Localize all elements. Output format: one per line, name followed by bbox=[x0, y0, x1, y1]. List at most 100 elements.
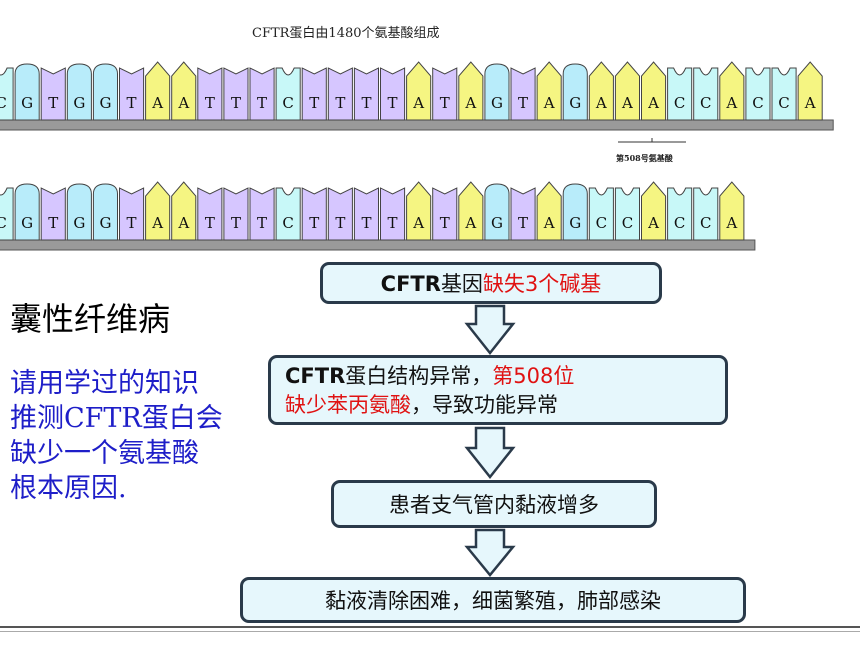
flow-step-protein-abnormal: CFTR蛋白结构异常，第508位 缺少苯丙氨酸，导致功能异常 bbox=[268, 355, 728, 425]
nucleotide-letter: G bbox=[99, 94, 111, 112]
question-text: 请用学过的知识 推测CFTR蛋白会 缺少一个氨基酸 根本原因. bbox=[10, 366, 260, 506]
nucleotide-T-mutant bbox=[197, 187, 223, 241]
nucleotide-A-normal bbox=[145, 61, 171, 121]
nucleotide-T-normal bbox=[119, 67, 145, 121]
nucleotide-T-mutant bbox=[223, 187, 249, 241]
nucleotide-T-mutant bbox=[301, 187, 327, 241]
nucleotide-letter: T bbox=[518, 94, 528, 112]
nucleotide-C-mutant bbox=[667, 187, 693, 241]
nucleotide-G-mutant bbox=[562, 183, 588, 241]
top-caption: CFTR蛋白由1480个氨基酸组成 bbox=[252, 26, 440, 41]
nucleotide-T-normal bbox=[432, 67, 458, 121]
nucleotide-letter: T bbox=[231, 94, 241, 112]
nucleotide-G-mutant bbox=[484, 183, 510, 241]
nucleotide-letter: C bbox=[622, 214, 633, 232]
nucleotide-A-mutant bbox=[536, 181, 562, 241]
nucleotide-T-normal bbox=[353, 67, 379, 121]
nucleotide-letter: C bbox=[674, 94, 685, 112]
nucleotide-G-normal bbox=[92, 63, 118, 121]
nucleotide-T-mutant bbox=[249, 187, 275, 241]
nucleotide-T-mutant bbox=[353, 187, 379, 241]
nucleotide-letter: A bbox=[151, 94, 163, 112]
nucleotide-T-mutant bbox=[40, 187, 66, 241]
nucleotide-T-normal bbox=[40, 67, 66, 121]
nucleotide-letter: T bbox=[127, 214, 137, 232]
nucleotide-A-mutant bbox=[719, 181, 745, 241]
nucleotide-A-mutant bbox=[145, 181, 171, 241]
nucleotide-G-normal bbox=[14, 63, 40, 121]
flow-step-lung-infection: 黏液清除困难，细菌繁殖，肺部感染 bbox=[240, 577, 746, 623]
nucleotide-letter: T bbox=[518, 214, 528, 232]
nucleotide-letter: T bbox=[388, 214, 398, 232]
nucleotide-A-normal bbox=[614, 61, 640, 121]
nucleotide-letter: G bbox=[73, 214, 85, 232]
nucleotide-T-normal bbox=[301, 67, 327, 121]
nucleotide-letter: A bbox=[647, 94, 659, 112]
dna-backbone bbox=[0, 119, 834, 131]
nucleotide-letter: T bbox=[440, 94, 450, 112]
protein-desc: 蛋白结构异常， bbox=[345, 364, 493, 388]
nucleotide-letter: C bbox=[700, 214, 711, 232]
nucleotide-C-normal bbox=[771, 67, 797, 121]
question-line: 请用学过的知识 bbox=[10, 368, 199, 399]
nucleotide-T-normal bbox=[510, 67, 536, 121]
nucleotide-C-mutant bbox=[588, 187, 614, 241]
missing-aa-highlight: 缺少苯丙氨酸 bbox=[285, 393, 411, 417]
nucleotide-letter: A bbox=[151, 214, 163, 232]
nucleotide-T-mutant bbox=[327, 187, 353, 241]
nucleotide-T-normal bbox=[380, 67, 406, 121]
nucleotide-A-normal bbox=[797, 61, 823, 121]
nucleotide-C-mutant bbox=[0, 187, 14, 241]
nucleotide-A-mutant bbox=[641, 181, 667, 241]
nucleotide-letter: A bbox=[412, 214, 424, 232]
nucleotide-A-normal bbox=[536, 61, 562, 121]
protein-name: CFTR bbox=[285, 364, 346, 388]
nucleotide-letter: T bbox=[257, 94, 267, 112]
nucleotide-letter: A bbox=[543, 94, 555, 112]
nucleotide-letter: A bbox=[177, 94, 189, 112]
nucleotide-T-mutant bbox=[119, 187, 145, 241]
gene-name: CFTR bbox=[380, 272, 441, 296]
nucleotide-T-mutant bbox=[432, 187, 458, 241]
nucleotide-C-normal bbox=[275, 67, 301, 121]
flow-arrow-down bbox=[464, 426, 516, 480]
nucleotide-letter: C bbox=[596, 214, 607, 232]
nucleotide-letter: T bbox=[361, 214, 371, 232]
nucleotide-letter: A bbox=[595, 94, 607, 112]
deletion-highlight: 缺失3个碱基 bbox=[482, 272, 602, 296]
nucleotide-C-normal bbox=[745, 67, 771, 121]
nucleotide-letter: A bbox=[621, 94, 633, 112]
nucleotide-letter: T bbox=[231, 214, 241, 232]
nucleotide-T-normal bbox=[197, 67, 223, 121]
nucleotide-letter: G bbox=[73, 94, 85, 112]
question-line: 推测CFTR蛋白会 bbox=[10, 403, 223, 434]
nucleotide-letter: T bbox=[48, 94, 58, 112]
footer-rule bbox=[0, 626, 860, 628]
nucleotide-letter: G bbox=[21, 94, 33, 112]
nucleotide-T-normal bbox=[249, 67, 275, 121]
nucleotide-A-mutant bbox=[171, 181, 197, 241]
amino-acid-508-label: 第508号氨基酸 bbox=[616, 153, 673, 163]
nucleotide-A-normal bbox=[406, 61, 432, 121]
flow-step-gene-deletion: CFTR基因缺失3个碱基 bbox=[320, 262, 662, 304]
nucleotide-G-normal bbox=[66, 63, 92, 121]
marker-bracket bbox=[618, 138, 686, 143]
nucleotide-letter: T bbox=[388, 94, 398, 112]
nucleotide-letter: C bbox=[752, 94, 763, 112]
flow-arrow-down bbox=[464, 528, 516, 577]
nucleotide-letter: T bbox=[335, 94, 345, 112]
protein-line-1: CFTR蛋白结构异常，第508位 bbox=[285, 362, 725, 391]
footer-rule-thin bbox=[0, 631, 860, 632]
nucleotide-C-normal bbox=[693, 67, 719, 121]
nucleotide-letter: T bbox=[205, 94, 215, 112]
question-line: 缺少一个氨基酸 bbox=[10, 438, 199, 469]
nucleotide-letter: T bbox=[257, 214, 267, 232]
nucleotide-letter: T bbox=[309, 94, 319, 112]
nucleotide-A-normal bbox=[458, 61, 484, 121]
nucleotide-letter: T bbox=[361, 94, 371, 112]
gene-word: 基因 bbox=[440, 272, 483, 296]
nucleotide-letter: T bbox=[335, 214, 345, 232]
nucleotide-A-normal bbox=[641, 61, 667, 121]
